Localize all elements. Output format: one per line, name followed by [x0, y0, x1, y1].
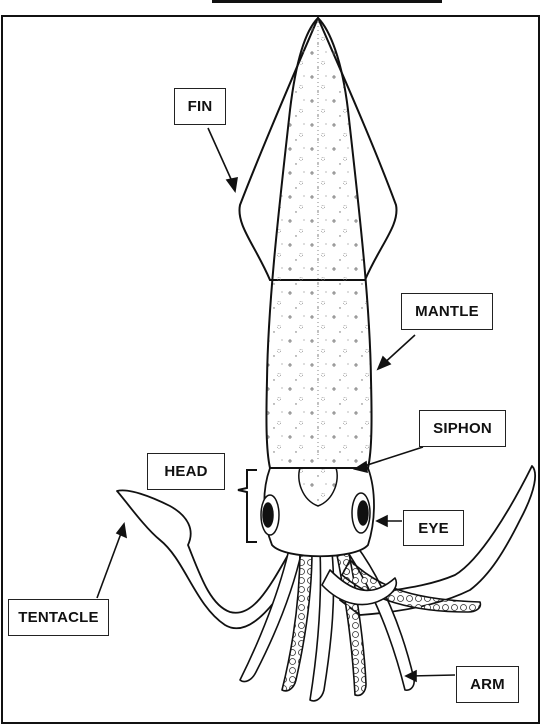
siphon-label: SIPHON	[419, 410, 506, 447]
mantle-label: MANTLE	[401, 293, 493, 330]
eye-label: EYE	[403, 510, 464, 546]
tentacle-label: TENTACLE	[8, 599, 109, 636]
arms	[240, 545, 480, 701]
arm-label: ARM	[456, 666, 519, 703]
head-bracket	[238, 470, 257, 542]
fin-label: FIN	[174, 88, 226, 125]
mantle	[266, 18, 371, 468]
head-label: HEAD	[147, 453, 225, 490]
